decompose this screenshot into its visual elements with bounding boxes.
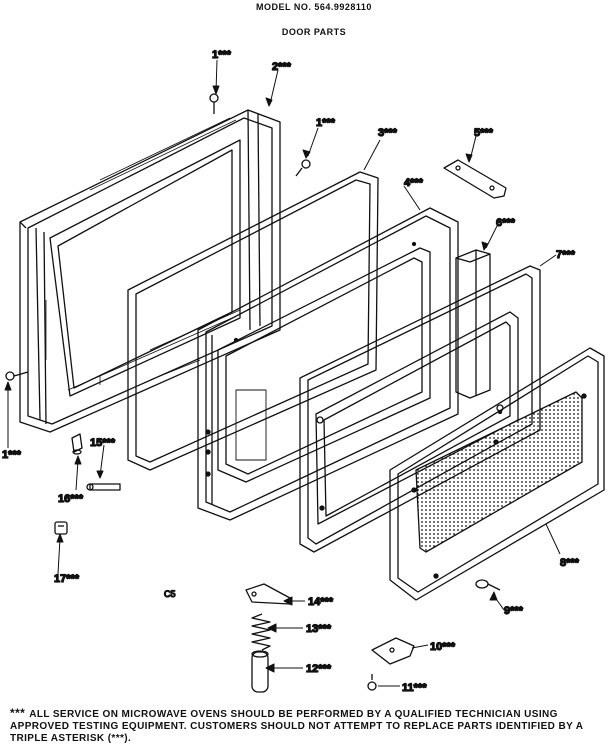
callout-part-8: 8*** (560, 557, 580, 569)
section-title: DOOR PARTS (281, 27, 347, 37)
callout-part-16: 16*** (58, 493, 84, 505)
page-code: C5 (164, 589, 176, 599)
outer-door-frame (19, 109, 281, 433)
callout-part-12: 12*** (306, 663, 332, 675)
callout-part-10: 10*** (430, 641, 456, 653)
hinge-pin (71, 433, 83, 455)
callout-part-3: 3*** (378, 127, 398, 139)
callout-part-7: 7*** (556, 249, 576, 261)
callout-part-6: 6*** (496, 217, 516, 229)
callout-part-1-left: 1*** (2, 449, 22, 461)
callout-part-13: 13*** (306, 623, 332, 635)
plunger (251, 650, 269, 693)
latch-bracket (443, 159, 507, 199)
footnote-text: ALL SERVICE ON MICROWAVE OVENS SHOULD BE… (10, 709, 584, 744)
callout-part-2: 2*** (272, 61, 292, 73)
callout-part-4: 4*** (404, 177, 424, 189)
callout-part-15: 15*** (90, 437, 116, 449)
callout-part-1-top: 1*** (212, 49, 232, 61)
screw-right (295, 159, 311, 177)
bottom-screw (367, 674, 377, 691)
hinge-clip (54, 521, 68, 535)
callout-part-17: 17*** (54, 573, 80, 585)
latch-lever (245, 583, 291, 605)
leader-lines (4, 59, 561, 687)
knob-screw (475, 579, 501, 591)
callout-part-14: 14*** (308, 596, 334, 608)
screw-left (5, 371, 29, 381)
hinge-shaft (86, 483, 121, 491)
callout-part-5: 5*** (474, 127, 494, 139)
callout-part-9: 9*** (504, 605, 524, 617)
glass-panel (127, 171, 379, 471)
footnote-marker: *** (10, 706, 26, 720)
choke-block (455, 249, 491, 399)
hinge-bracket (371, 637, 415, 665)
spring (251, 613, 271, 651)
model-number: MODEL NO. 564.9928110 (256, 2, 372, 12)
callout-part-11: 11*** (402, 682, 427, 694)
front-choke-panel (389, 347, 605, 601)
service-footnote: ***ALL SERVICE ON MICROWAVE OVENS SHOULD… (10, 707, 600, 745)
inner-door-frame (197, 207, 459, 521)
callout-part-1-right: 1*** (316, 117, 336, 129)
screw-top (209, 93, 219, 114)
